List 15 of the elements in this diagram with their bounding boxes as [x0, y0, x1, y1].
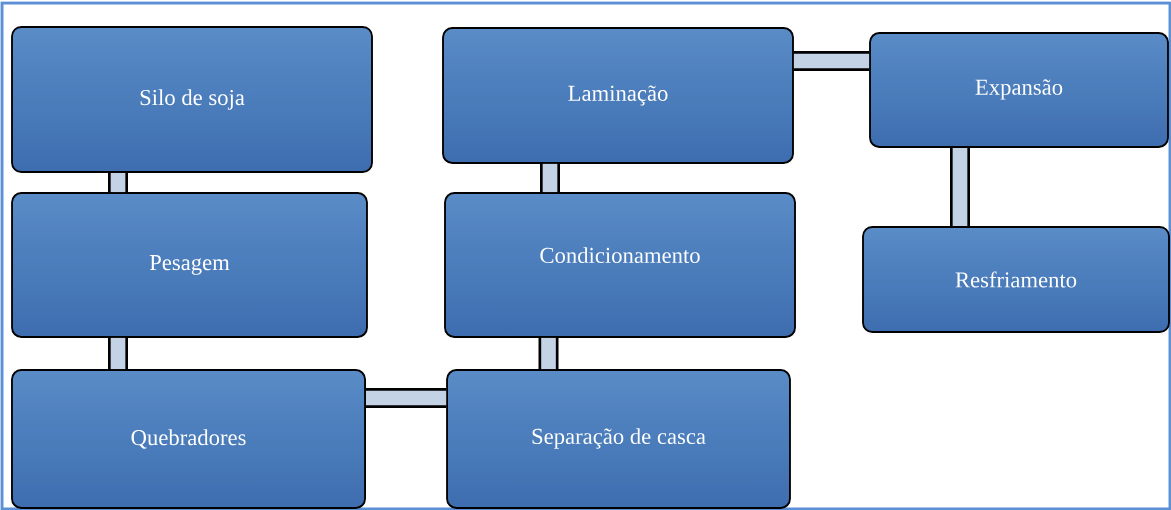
connector-bar [540, 163, 560, 193]
connector-bar [108, 172, 128, 193]
connector-bar [950, 147, 970, 227]
connector-bar [538, 337, 559, 370]
process-box: Laminação [442, 27, 794, 164]
process-box: Resfriamento [862, 226, 1170, 333]
process-box: Pesagem [11, 192, 368, 338]
process-box: Quebradores [11, 369, 366, 509]
connector-bar [793, 51, 870, 71]
process-box: Expansão [869, 32, 1169, 148]
process-box: Separação de casca [446, 369, 791, 509]
connector-bar [366, 388, 447, 408]
connector-bar [108, 337, 128, 370]
process-box: Condicionamento [444, 192, 796, 338]
process-box: Silo de soja [11, 26, 373, 173]
